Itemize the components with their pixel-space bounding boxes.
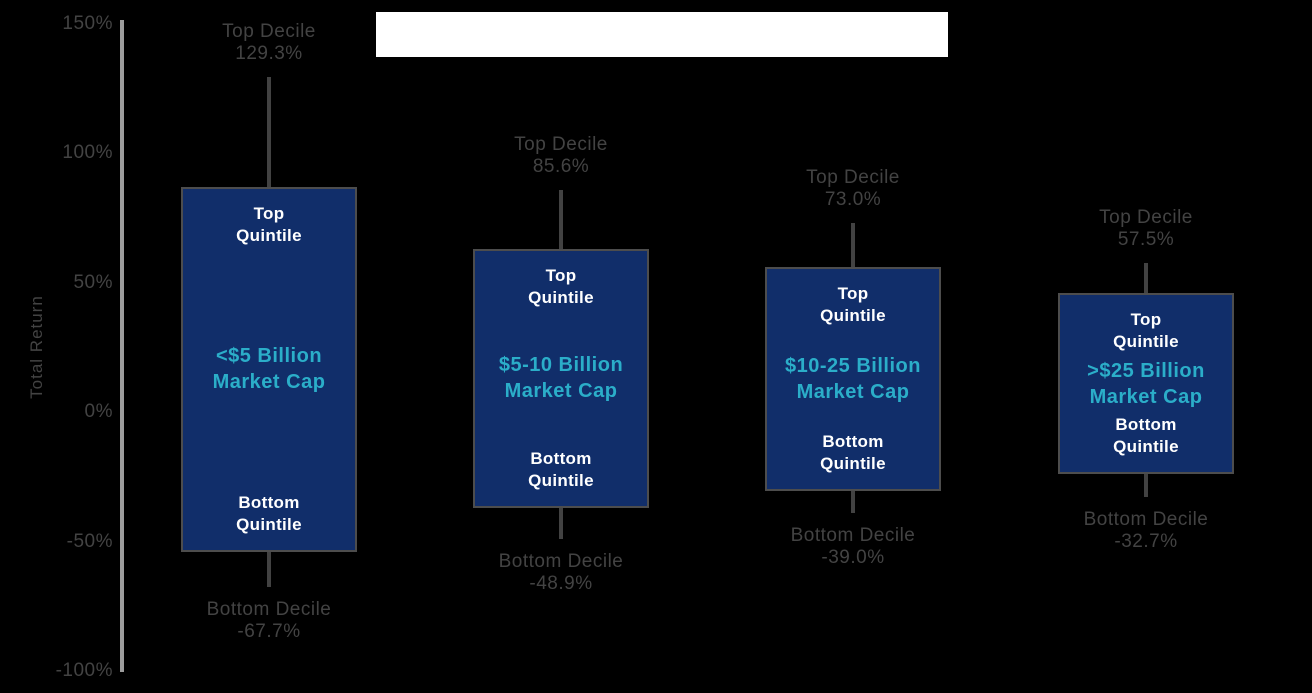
bottom-decile-label: Bottom Decile -48.9% bbox=[443, 551, 679, 595]
quintile-box: Top Quintile >$25 Billion Market Cap Bot… bbox=[1058, 292, 1234, 475]
box-group-10-25b: Top Decile 73.0% Top Quintile $10-25 Bil… bbox=[765, 0, 941, 693]
top-decile-title: Top Decile bbox=[222, 21, 316, 43]
top-quintile-label: Top Quintile bbox=[1113, 309, 1179, 351]
bottom-whisker bbox=[559, 507, 563, 539]
top-quintile-label: Top Quintile bbox=[528, 265, 594, 307]
bottom-decile-title: Bottom Decile bbox=[790, 525, 916, 546]
top-whisker bbox=[1144, 263, 1148, 293]
box-group-5-10b: Top Decile 85.6% Top Quintile $5-10 Bill… bbox=[473, 0, 649, 693]
top-decile-value: 129.3% bbox=[235, 43, 303, 65]
box-group-over-25b: Top Decile 57.5% Top Quintile >$25 Billi… bbox=[1058, 0, 1234, 693]
bottom-decile-value: -48.9% bbox=[529, 572, 593, 594]
market-cap-label: $10-25 Billion Market Cap bbox=[785, 354, 921, 403]
top-whisker bbox=[851, 222, 855, 267]
top-decile-label: Top Decile 57.5% bbox=[1028, 207, 1264, 251]
market-cap-label: <$5 Billion Market Cap bbox=[212, 345, 326, 394]
top-decile-value: 85.6% bbox=[532, 156, 590, 178]
bottom-decile-label: Bottom Decile -32.7% bbox=[1028, 509, 1264, 553]
y-tick-neg50: -50% bbox=[66, 530, 113, 552]
bottom-decile-value: -32.7% bbox=[1114, 530, 1178, 552]
bottom-quintile-label: Bottom Quintile bbox=[1113, 415, 1179, 457]
bottom-decile-title: Bottom Decile bbox=[206, 599, 332, 621]
y-axis-title: Total Return bbox=[27, 295, 46, 399]
top-decile-title: Top Decile bbox=[514, 134, 608, 156]
quintile-box: Top Quintile $5-10 Billion Market Cap Bo… bbox=[473, 248, 649, 508]
top-whisker bbox=[267, 77, 271, 187]
top-decile-value: 73.0% bbox=[824, 188, 882, 210]
top-decile-label: Top Decile 73.0% bbox=[735, 167, 971, 211]
y-tick-50: 50% bbox=[73, 271, 113, 293]
y-tick-neg100: -100% bbox=[55, 660, 113, 681]
bottom-whisker bbox=[851, 490, 855, 513]
market-cap-label: $5-10 Billion Market Cap bbox=[498, 354, 624, 403]
top-quintile-label: Top Quintile bbox=[236, 203, 302, 245]
bottom-whisker bbox=[1144, 474, 1148, 497]
bottom-decile-label: Bottom Decile -67.7% bbox=[151, 599, 387, 643]
top-decile-label: Top Decile 85.6% bbox=[443, 134, 679, 178]
bottom-decile-title: Bottom Decile bbox=[498, 550, 624, 572]
quintile-box: Top Quintile <$5 Billion Market Cap Bott… bbox=[181, 186, 357, 552]
top-quintile-label: Top Quintile bbox=[820, 283, 886, 325]
top-whisker bbox=[559, 190, 563, 249]
redacted-title-box bbox=[376, 12, 948, 57]
bottom-decile-value: -39.0% bbox=[821, 547, 885, 568]
box-group-sub-5b: Top Decile 129.3% Top Quintile <$5 Billi… bbox=[181, 0, 357, 693]
top-decile-title: Top Decile bbox=[806, 166, 900, 188]
top-decile-label: Top Decile 129.3% bbox=[151, 21, 387, 65]
bottom-decile-title: Bottom Decile bbox=[1083, 508, 1209, 530]
bottom-quintile-label: Bottom Quintile bbox=[820, 431, 886, 473]
top-decile-title: Top Decile bbox=[1099, 207, 1193, 229]
quintile-box: Top Quintile $10-25 Billion Market Cap B… bbox=[765, 266, 941, 491]
y-tick-150: 150% bbox=[62, 12, 113, 34]
bottom-quintile-label: Bottom Quintile bbox=[528, 448, 594, 490]
top-decile-value: 57.5% bbox=[1117, 229, 1175, 251]
bottom-quintile-label: Bottom Quintile bbox=[236, 492, 302, 534]
bottom-decile-value: -67.7% bbox=[237, 621, 301, 643]
y-tick-100: 100% bbox=[62, 142, 113, 163]
bottom-whisker bbox=[267, 551, 271, 588]
y-axis-line bbox=[120, 20, 124, 672]
bottom-decile-label: Bottom Decile -39.0% bbox=[735, 525, 971, 569]
market-cap-label: >$25 Billion Market Cap bbox=[1087, 359, 1205, 408]
y-tick-0: 0% bbox=[84, 401, 113, 422]
